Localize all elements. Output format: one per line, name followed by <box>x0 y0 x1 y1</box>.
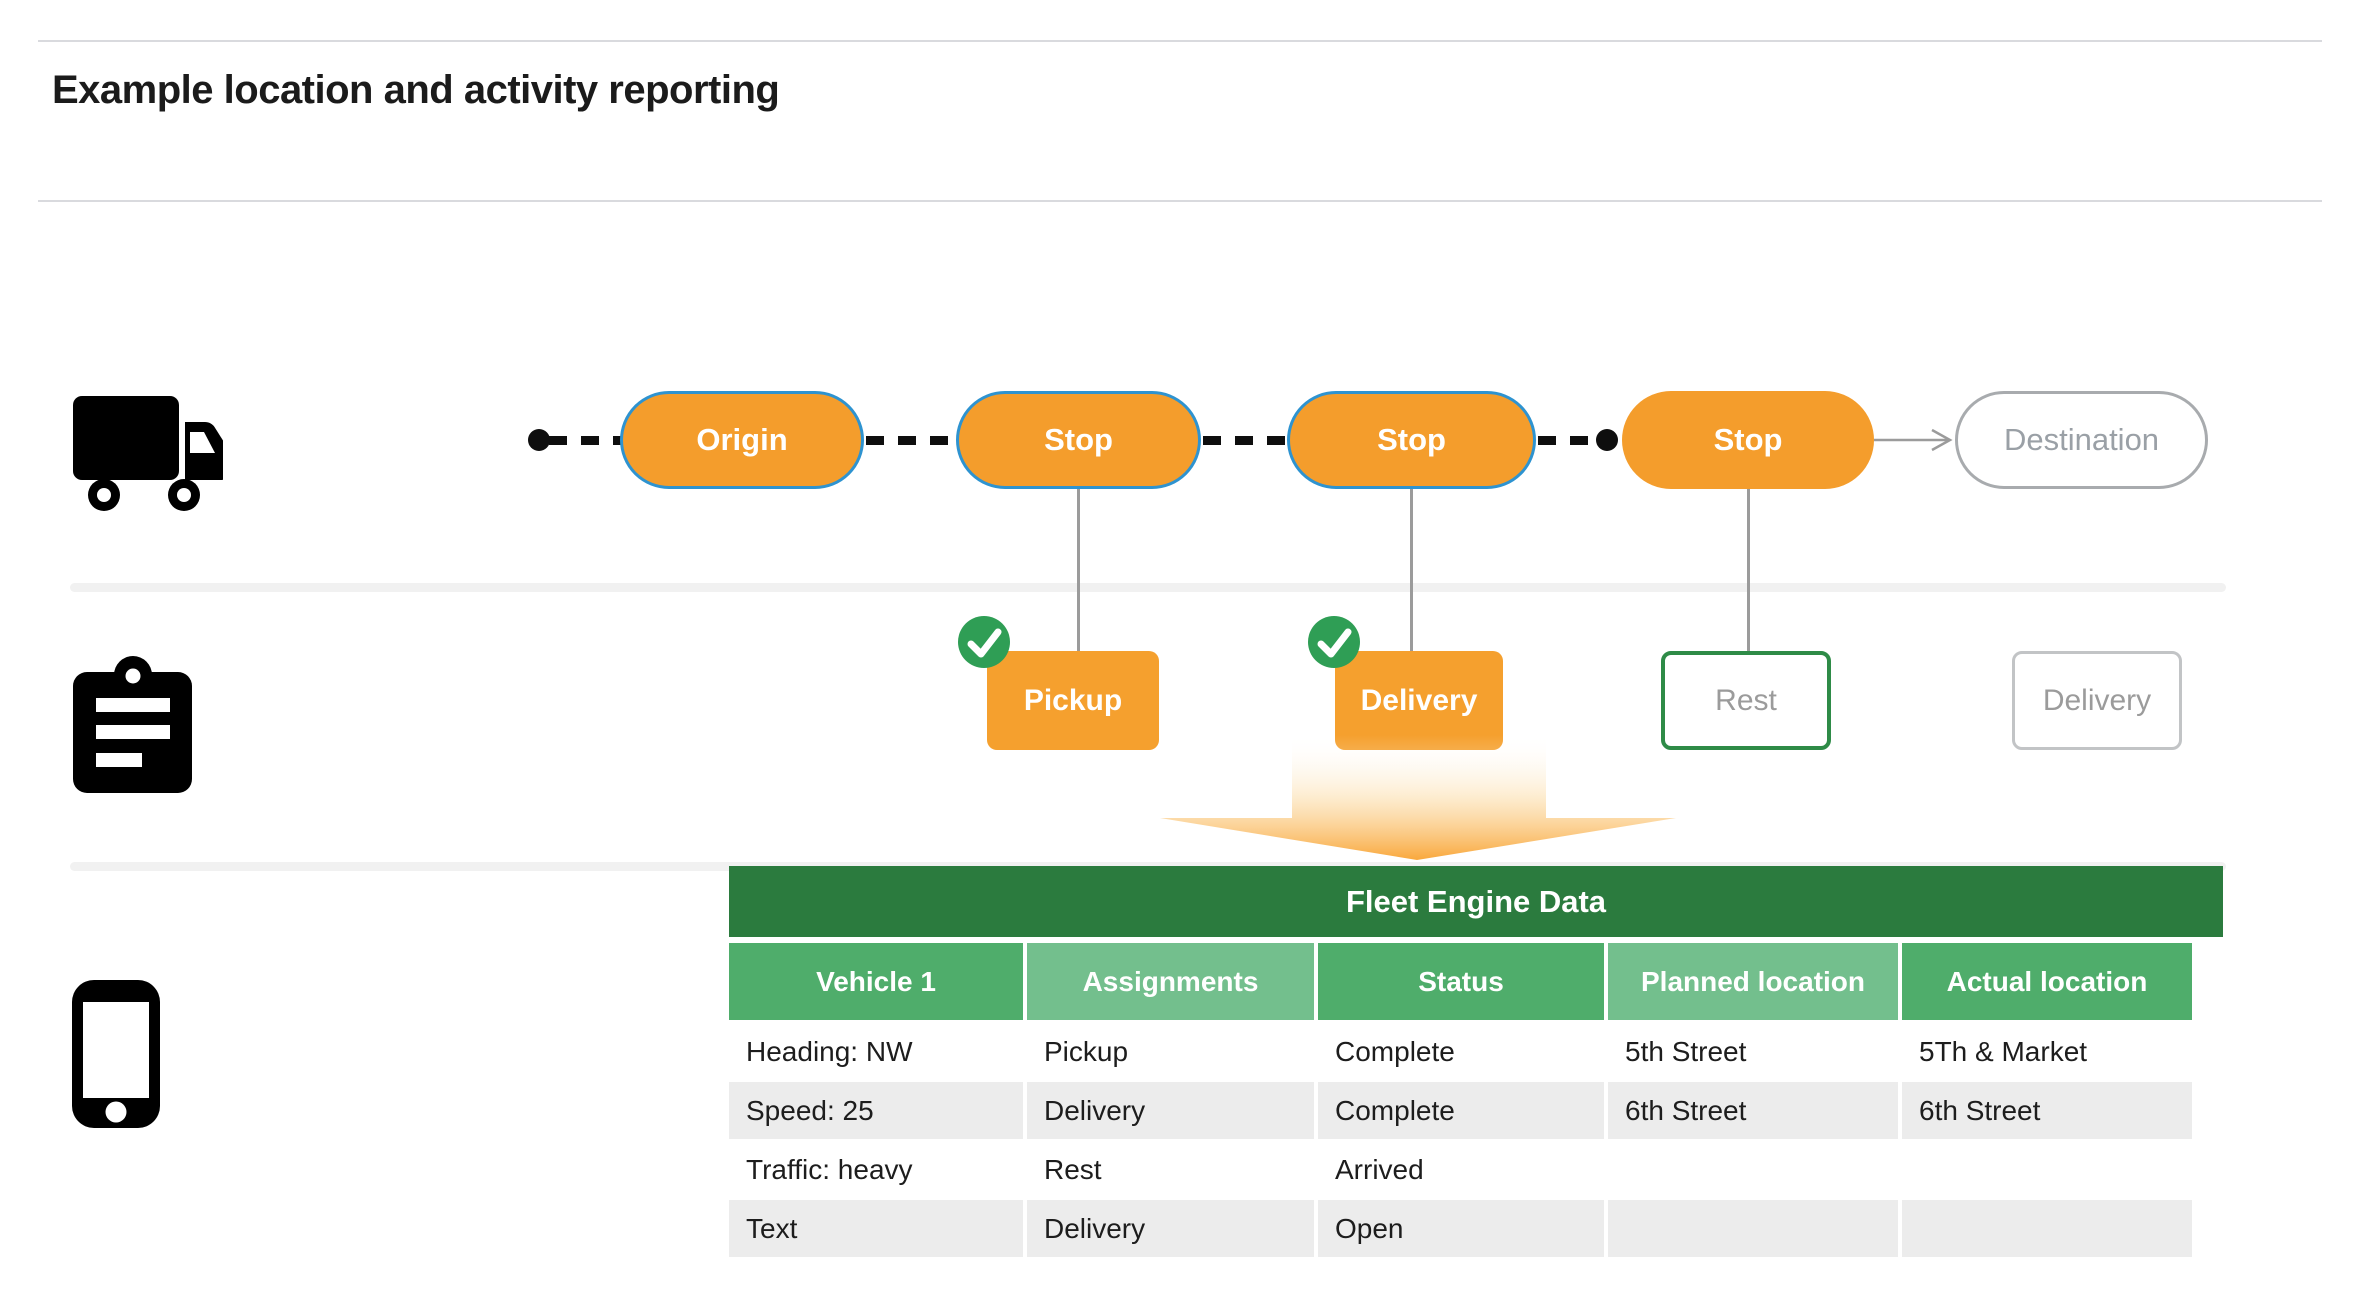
connector-stop2-delivery <box>1410 489 1413 652</box>
table-cell: Open <box>1318 1200 1604 1257</box>
column-header-status: Status <box>1318 943 1604 1020</box>
table-cell: Complete <box>1335 1035 1455 1067</box>
route-dash-2 <box>866 436 956 445</box>
destination-arrow <box>1874 428 1953 452</box>
activity-check-pickup <box>958 616 1010 668</box>
activity-box-delivery: Delivery <box>1335 651 1503 750</box>
route-node-label: Stop <box>1044 422 1113 457</box>
route-start-dot <box>528 429 550 451</box>
top-rule <box>38 40 2322 42</box>
route-node-stop-2: Stop <box>1287 391 1536 489</box>
column-header-planned-location: Planned location <box>1608 943 1898 1020</box>
table-cell: 5Th & Market <box>1919 1035 2088 1067</box>
column-header-vehicle: Vehicle 1 <box>729 943 1023 1020</box>
header-rule <box>38 200 2322 202</box>
table-cell: Complete <box>1318 1082 1604 1139</box>
route-dash-4 <box>1538 436 1598 445</box>
activity-label: Delivery <box>1360 683 1478 717</box>
section-divider-1 <box>70 583 2226 592</box>
activity-label: Rest <box>1715 683 1777 717</box>
activity-label: Pickup <box>1023 683 1123 717</box>
table-cell <box>1608 1200 1898 1257</box>
table-cell <box>1902 1141 2192 1198</box>
route-current-dot <box>1596 429 1618 451</box>
table-cell: Speed: 25 <box>729 1082 1023 1139</box>
phone-icon <box>72 980 160 1128</box>
connector-stop3-rest <box>1747 489 1750 652</box>
data-flow-arrow <box>1160 735 1676 860</box>
table-cell: Text <box>729 1200 1023 1257</box>
table-cell: 6th Street <box>1608 1082 1898 1139</box>
column-header-actual-location: Actual location <box>1902 943 2192 1020</box>
truck-icon <box>73 396 223 511</box>
clipboard-icon <box>73 656 192 793</box>
table-cell: 6th Street <box>1902 1082 2192 1139</box>
route-node-label: Destination <box>2003 422 2160 457</box>
table-cell: Heading: NW <box>746 1035 913 1067</box>
route-dash-1 <box>549 436 621 445</box>
connector-stop1-pickup <box>1077 489 1080 652</box>
table-cell: Rest <box>1044 1153 1102 1185</box>
route-dash-3 <box>1203 436 1287 445</box>
activity-box-delivery-upcoming: Delivery <box>2012 651 2182 750</box>
table-cell: Traffic: heavy <box>746 1153 913 1185</box>
table-cell: 5th Street <box>1625 1035 1747 1067</box>
activity-box-rest: Rest <box>1661 651 1831 750</box>
activity-label: Delivery <box>2042 683 2152 717</box>
table-cell: Pickup <box>1044 1035 1129 1067</box>
column-header-assignments: Assignments <box>1027 943 1314 1020</box>
check-icon <box>1317 628 1352 658</box>
page-title: Example location and activity reporting <box>52 68 780 112</box>
activity-box-pickup: Pickup <box>987 651 1159 750</box>
table-title: Fleet Engine Data <box>729 866 2223 937</box>
route-node-origin: Origin <box>620 391 864 489</box>
route-node-label: Origin <box>696 422 788 457</box>
table-cell: Delivery <box>1027 1082 1314 1139</box>
table-cell <box>1608 1141 1898 1198</box>
route-node-label: Stop <box>1713 422 1783 457</box>
route-node-stop-3: Stop <box>1622 391 1874 489</box>
check-icon <box>967 628 1002 658</box>
table-cell: Delivery <box>1027 1200 1314 1257</box>
activity-check-delivery <box>1308 616 1360 668</box>
table-cell: Arrived <box>1335 1153 1424 1185</box>
route-node-stop-1: Stop <box>956 391 1201 489</box>
route-node-label: Stop <box>1377 422 1446 457</box>
table-cell <box>1902 1200 2192 1257</box>
route-node-destination: Destination <box>1955 391 2208 489</box>
